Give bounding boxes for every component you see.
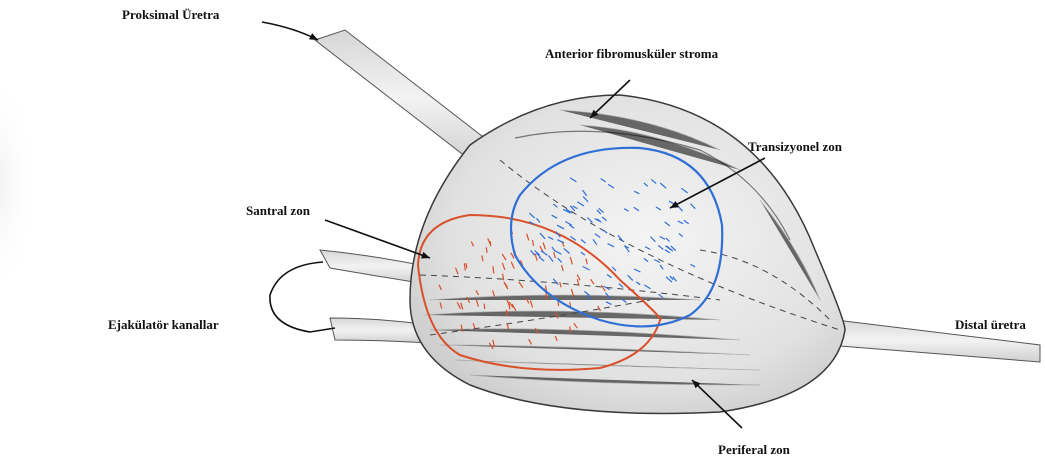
- dash-mark: [484, 304, 485, 310]
- ejaculatory-duct-upper: [320, 250, 420, 283]
- label-anterior-stroma: Anterior fibromusküler stroma: [545, 47, 718, 60]
- dash-mark: [509, 304, 510, 310]
- dash-mark: [486, 247, 487, 253]
- label-ejaculatory-ducts: Ejakülatör kanallar: [108, 318, 219, 331]
- arrow-proximal-urethra: [262, 22, 318, 40]
- dash-mark: [466, 263, 467, 268]
- dash-mark: [570, 327, 571, 333]
- ejaculatory-bracket: [270, 262, 335, 332]
- label-central-zone: Santral zon: [246, 204, 310, 217]
- label-proximal-urethra: Proksimal Üretra: [122, 8, 219, 21]
- label-distal-urethra: Distal üretra: [955, 318, 1026, 331]
- background-shading: [0, 0, 140, 460]
- label-peripheral-zone: Periferal zon: [718, 443, 790, 456]
- label-transition-zone: Transizyonel zon: [748, 140, 842, 153]
